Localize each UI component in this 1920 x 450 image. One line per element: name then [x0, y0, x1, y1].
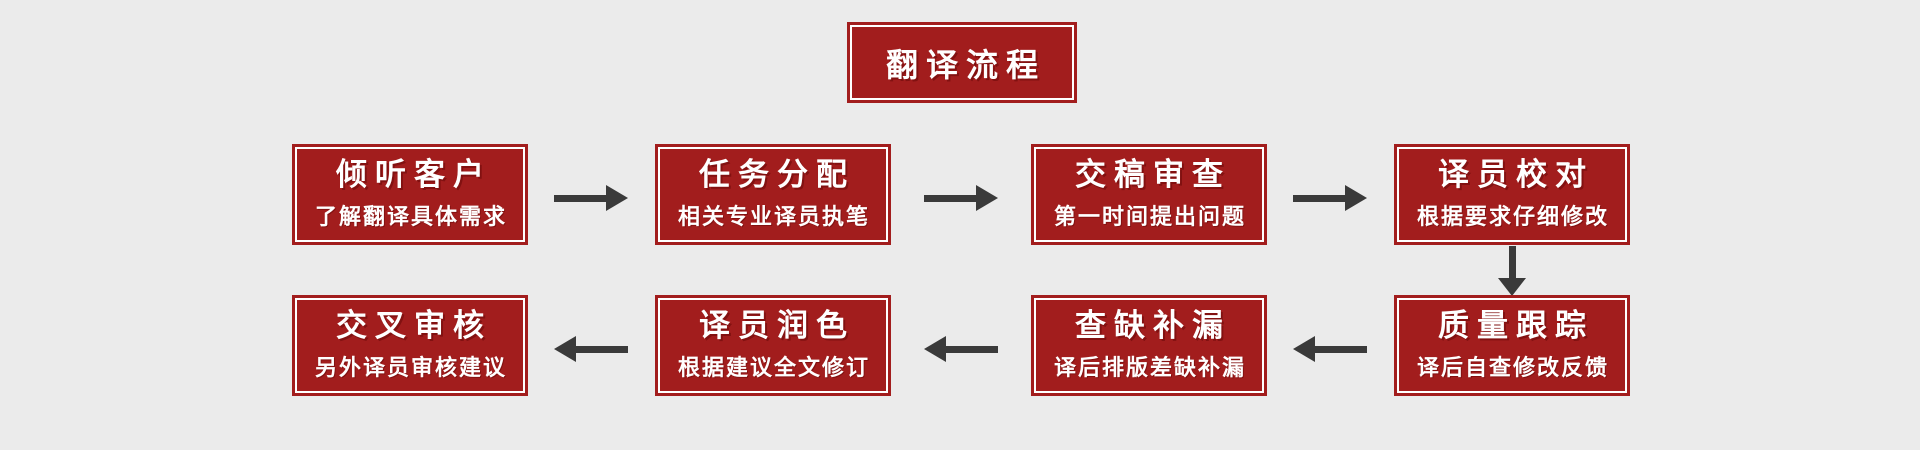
arrow-head: [554, 336, 576, 362]
step-subtitle: 相关专业译员执笔: [677, 204, 870, 230]
step-title: 查缺补漏: [1075, 307, 1231, 343]
arrow-shaft: [576, 345, 628, 353]
step-subtitle: 根据要求仔细修改: [1416, 204, 1609, 230]
flow-step-draft-review: 交稿审查 第一时间提出问题: [1034, 147, 1264, 242]
arrow-left-icon: [554, 336, 628, 362]
step-title: 译员校对: [1438, 156, 1594, 192]
arrow-head: [1345, 185, 1367, 211]
arrow-left-icon: [1293, 336, 1367, 362]
arrow-head: [924, 336, 946, 362]
step-title: 质量跟踪: [1438, 307, 1594, 343]
step-subtitle: 另外译员审核建议: [314, 355, 507, 381]
step-title: 译员润色: [699, 307, 855, 343]
arrow-left-icon: [924, 336, 998, 362]
arrow-head: [606, 185, 628, 211]
arrow-right-icon: [1293, 185, 1367, 211]
arrow-right-icon: [554, 185, 628, 211]
arrow-head: [1498, 278, 1526, 296]
flow-step-translator-proofreading: 译员校对 根据要求仔细修改: [1397, 147, 1627, 242]
arrow-head: [976, 185, 998, 211]
step-subtitle: 译后自查修改反馈: [1416, 355, 1609, 381]
step-subtitle: 译后排版差缺补漏: [1053, 355, 1246, 381]
step-title: 交叉审核: [336, 307, 492, 343]
arrow-down-icon: [1498, 246, 1526, 296]
arrow-shaft: [1293, 194, 1345, 202]
step-subtitle: 了解翻译具体需求: [314, 204, 507, 230]
flowchart-title: 翻译流程: [885, 46, 1046, 83]
flow-step-translator-polishing: 译员润色 根据建议全文修订: [658, 298, 888, 393]
arrow-shaft: [1315, 345, 1367, 353]
flow-step-gap-checking: 查缺补漏 译后排版差缺补漏: [1034, 298, 1264, 393]
flow-step-cross-review: 交叉审核 另外译员审核建议: [295, 298, 525, 393]
arrow-shaft: [554, 194, 606, 202]
arrow-shaft: [1508, 246, 1516, 278]
step-title: 任务分配: [699, 156, 855, 192]
step-title: 倾听客户: [336, 156, 492, 192]
flowchart-title-box: 翻译流程: [850, 25, 1074, 100]
flow-step-task-assignment: 任务分配 相关专业译员执笔: [658, 147, 888, 242]
step-title: 交稿审查: [1075, 156, 1231, 192]
arrow-shaft: [924, 194, 976, 202]
arrow-head: [1293, 336, 1315, 362]
step-subtitle: 根据建议全文修订: [677, 355, 870, 381]
arrow-shaft: [946, 345, 998, 353]
flow-step-listen-to-client: 倾听客户 了解翻译具体需求: [295, 147, 525, 242]
flow-step-quality-tracking: 质量跟踪 译后自查修改反馈: [1397, 298, 1627, 393]
step-subtitle: 第一时间提出问题: [1053, 204, 1246, 230]
arrow-right-icon: [924, 185, 998, 211]
